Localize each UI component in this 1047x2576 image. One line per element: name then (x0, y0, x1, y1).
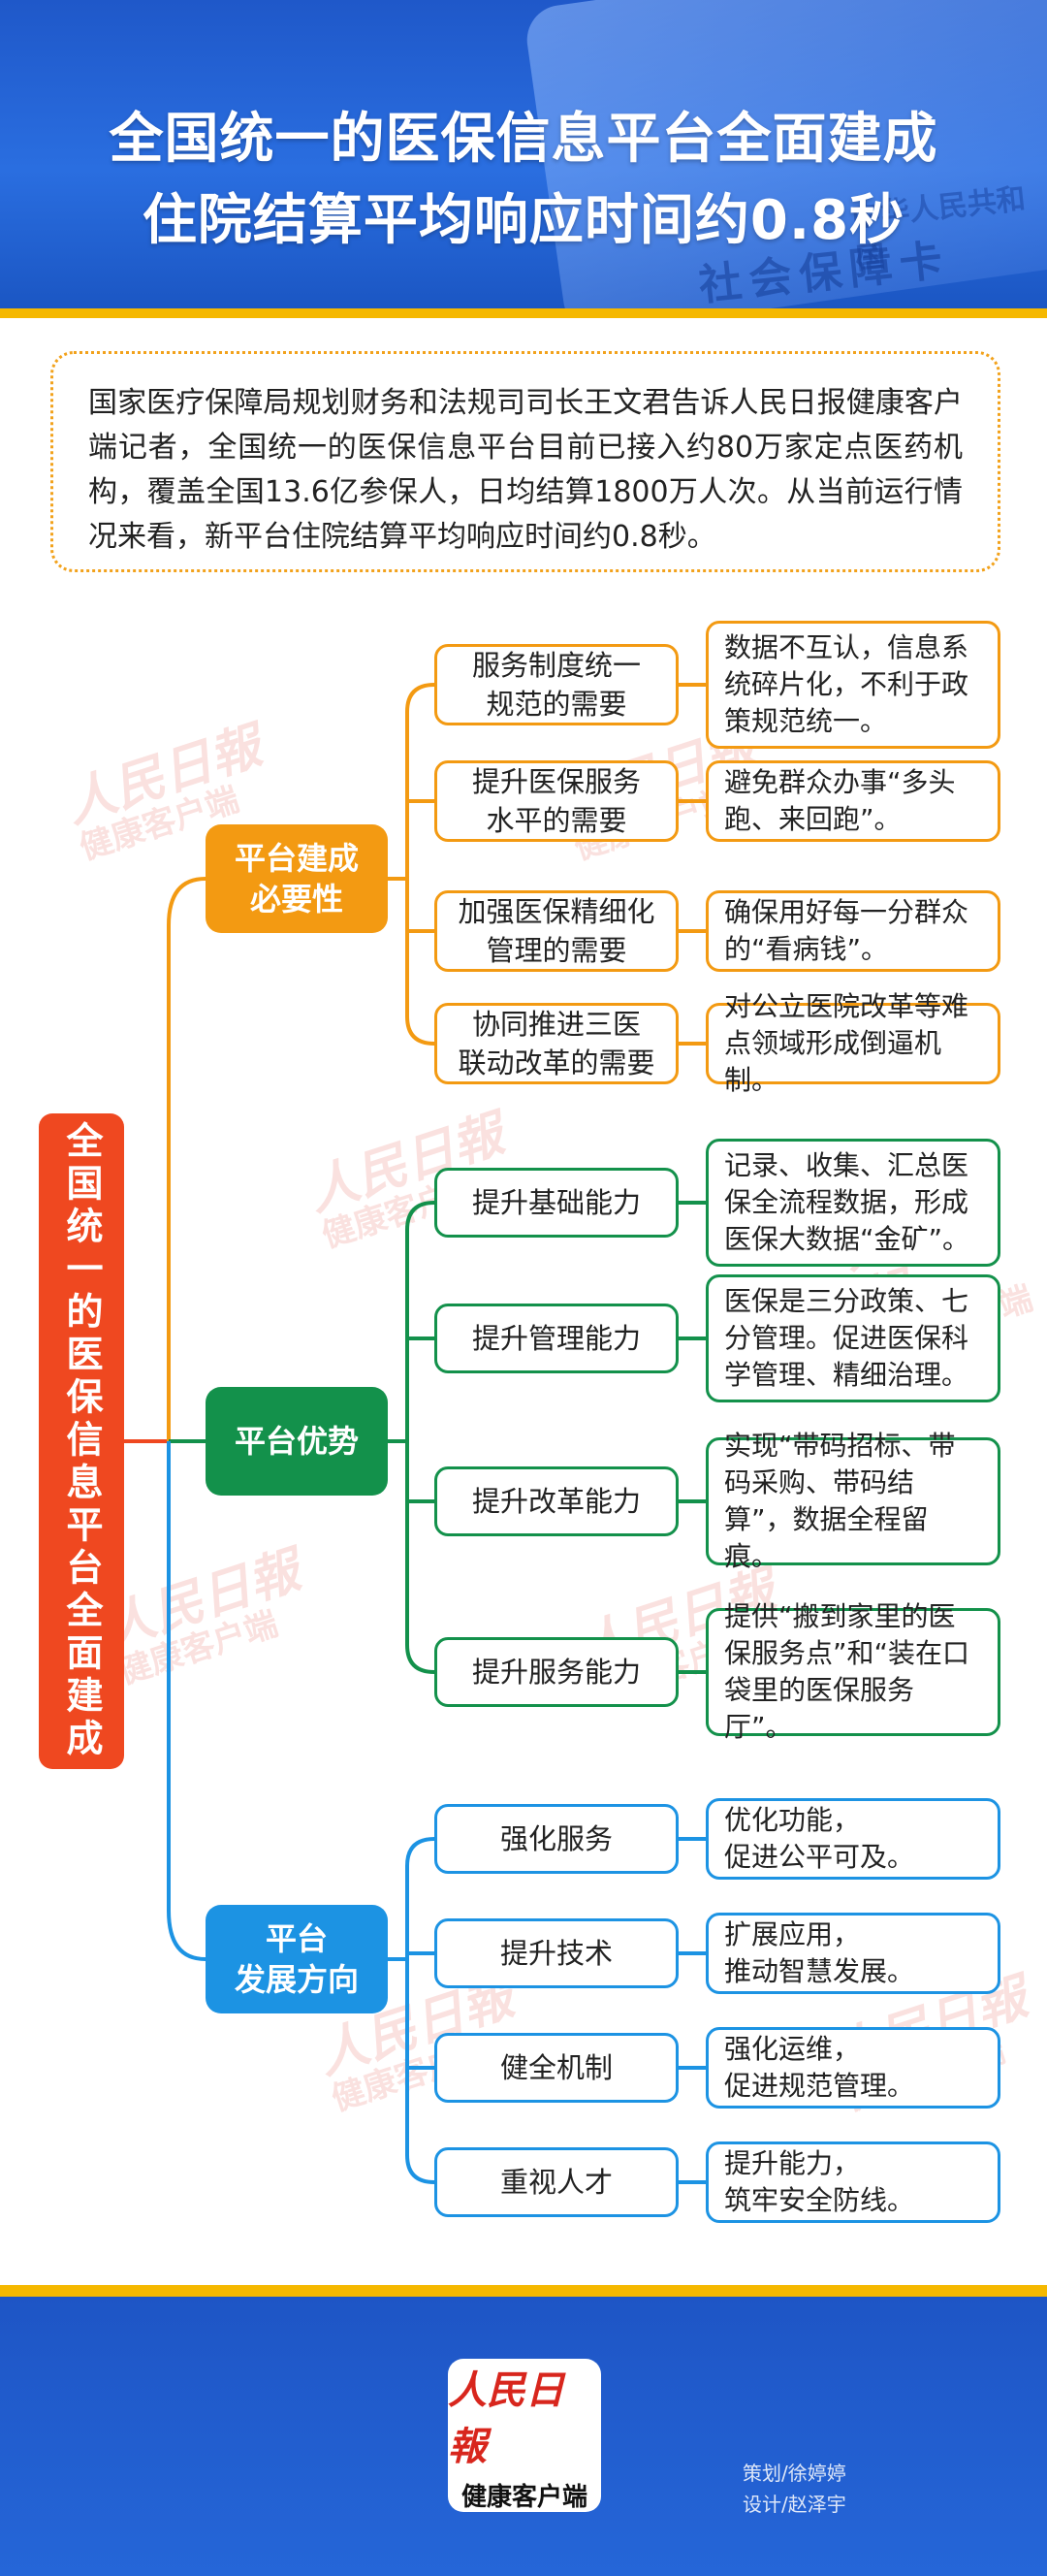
logo-sub-text: 健康客户端 (460, 2482, 587, 2512)
item-node: 提升基础能力 (434, 1168, 679, 1238)
logo-brand-text: 人民日報 (448, 2367, 564, 2469)
item-node: 提升管理能力 (434, 1304, 679, 1373)
item-node: 强化服务 (434, 1804, 679, 1874)
page-title-line1: 全国统一的医保信息平台全面建成 (109, 108, 938, 171)
item-desc: 确保用好每一分群众的“看病钱”。 (706, 890, 1000, 972)
category-necessity: 平台建成 必要性 (206, 824, 388, 933)
header-banner: 中华人民共和国 社会保障卡 全国统一的医保信息平台全面建成 住院结算平均响应时间… (0, 0, 1047, 308)
item-desc: 医保是三分政策、七分管理。促进医保科学管理、精细治理。 (706, 1274, 1000, 1402)
item-desc: 避免群众办事“多头跑、来回跑”。 (706, 760, 1000, 842)
item-node: 提升服务能力 (434, 1637, 679, 1707)
item-node: 加强医保精细化 管理的需要 (434, 890, 679, 972)
brand-logo: 人民日報 健康客户端 (448, 2359, 601, 2512)
footer-accent-stripe (0, 2285, 1047, 2297)
credit-design: 设计/赵泽宇 (743, 2493, 846, 2516)
item-desc: 提升能力， 筑牢安全防线。 (706, 2141, 1000, 2223)
item-node: 重视人才 (434, 2147, 679, 2217)
page-title-line2: 住院结算平均响应时间约0.8秒 (142, 189, 905, 252)
item-node: 提升医保服务 水平的需要 (434, 760, 679, 842)
item-node: 服务制度统一 规范的需要 (434, 644, 679, 725)
mind-map: 全国统一的医保信息平台全面建成 平台建成 必要性 服务制度统一 规范的需要 数据… (0, 601, 1047, 2250)
item-node: 协同推进三医 联动改革的需要 (434, 1003, 679, 1084)
category-advantages: 平台优势 (206, 1387, 388, 1496)
item-node: 健全机制 (434, 2033, 679, 2103)
item-node: 提升改革能力 (434, 1466, 679, 1536)
item-desc: 提供“搬到家里的医保服务点”和“装在口袋里的医保服务厅”。 (706, 1600, 1000, 1743)
connector-lines (124, 683, 706, 2184)
intro-text: 国家医疗保障局规划财务和法规司司长王文君告诉人民日报健康客户端记者，全国统一的医… (88, 386, 963, 554)
item-desc: 记录、收集、汇总医保全流程数据，形成医保大数据“金矿”。 (706, 1139, 1000, 1267)
item-desc: 数据不互认，信息系统碎片化，不利于政策规范统一。 (706, 621, 1000, 749)
item-node: 提升技术 (434, 1918, 679, 1988)
item-desc: 扩展应用， 推动智慧发展。 (706, 1913, 1000, 1994)
item-desc: 强化运维， 促进规范管理。 (706, 2027, 1000, 2109)
credit-plan: 策划/徐婷婷 (743, 2462, 846, 2485)
credits: 策划/徐婷婷 设计/赵泽宇 (743, 2458, 846, 2520)
item-desc: 实现“带码招标、带码采购、带码结算”，数据全程留痕。 (706, 1430, 1000, 1572)
category-development: 平台 发展方向 (206, 1905, 388, 2013)
intro-box: 国家医疗保障局规划财务和法规司司长王文君告诉人民日报健康客户端记者，全国统一的医… (50, 351, 1000, 572)
root-node: 全国统一的医保信息平台全面建成 (39, 1113, 124, 1769)
item-desc: 优化功能， 促进公平可及。 (706, 1798, 1000, 1880)
header-accent-stripe (0, 308, 1047, 318)
item-desc: 对公立医院改革等难点领域形成倒逼机制。 (706, 990, 1000, 1096)
